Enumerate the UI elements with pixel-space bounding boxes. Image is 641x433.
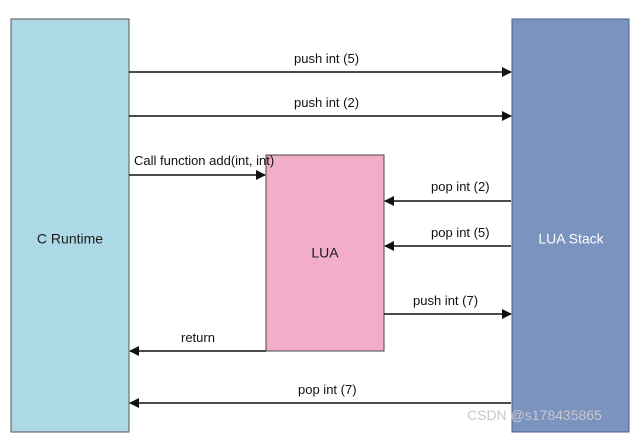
c-runtime-label: C Runtime xyxy=(37,231,103,247)
call-function-add-label: Call function add(int, int) xyxy=(134,153,274,168)
lua-label: LUA xyxy=(311,245,339,261)
pop-int-5-label: pop int (5) xyxy=(431,225,490,240)
return-label: return xyxy=(181,330,215,345)
watermark-text: CSDN @s178435865 xyxy=(467,407,602,423)
push-int-5-label: push int (5) xyxy=(294,51,359,66)
pop-int-7-label: pop int (7) xyxy=(298,382,357,397)
lua-stack-label: LUA Stack xyxy=(538,231,604,247)
c-runtime-box xyxy=(10,18,130,433)
push-int-2-label: push int (2) xyxy=(294,95,359,110)
lua-box xyxy=(265,154,385,352)
lua-stack-box xyxy=(511,18,630,433)
push-int-7-label: push int (7) xyxy=(413,293,478,308)
pop-int-2-label: pop int (2) xyxy=(431,179,490,194)
